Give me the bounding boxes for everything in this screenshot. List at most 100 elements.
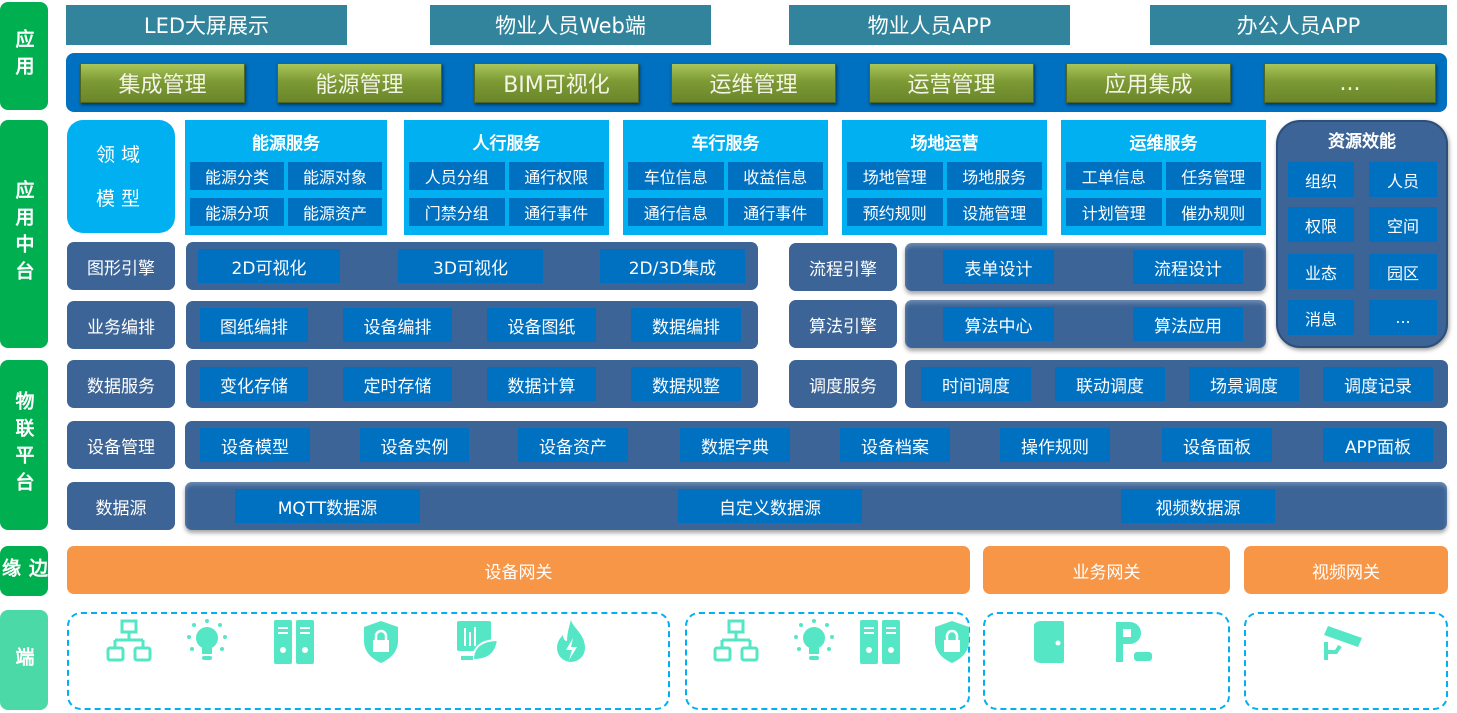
flow-label: 流程引擎: [789, 243, 897, 291]
service-item[interactable]: 任务管理: [1165, 162, 1261, 190]
app-module-button[interactable]: 应用集成: [1066, 63, 1231, 103]
device_mgmt-item[interactable]: 数据字典: [680, 428, 790, 462]
algorithm-item[interactable]: 算法中心: [943, 307, 1054, 341]
layer-label-iot: 物联平台: [0, 360, 48, 530]
graphics-item[interactable]: 2D/3D集成: [600, 249, 745, 283]
client-tab[interactable]: 物业人员Web端: [430, 5, 711, 45]
dispatch-item[interactable]: 场景调度: [1189, 367, 1299, 401]
network-icon: [713, 619, 759, 662]
business-item[interactable]: 设备图纸: [487, 308, 596, 342]
data_service-item[interactable]: 变化存储: [200, 367, 308, 401]
dispatch-item[interactable]: 时间调度: [921, 367, 1031, 401]
resource-item[interactable]: 消息: [1288, 300, 1354, 335]
app-module-button[interactable]: ...: [1264, 63, 1436, 103]
device_mgmt-item[interactable]: 操作规则: [1000, 428, 1110, 462]
server-icon: [274, 620, 314, 664]
dispatch-label: 调度服务: [789, 360, 897, 408]
service-item[interactable]: 通行信息: [628, 198, 724, 226]
terminal-group: [685, 612, 970, 710]
terminal-group: [1244, 612, 1448, 710]
domain-model-text: 模型: [95, 187, 146, 210]
resource-item[interactable]: 园区: [1369, 254, 1437, 289]
layer-label-terminal: 端: [0, 610, 48, 710]
service-item[interactable]: 车位信息: [628, 162, 724, 190]
resource-item[interactable]: 组织: [1288, 162, 1354, 197]
domain-model-text: 领域: [95, 143, 146, 166]
algorithm-label: 算法引擎: [789, 300, 897, 348]
resource-item[interactable]: 权限: [1288, 207, 1354, 242]
terminal-group: [67, 612, 670, 710]
terminal-group: [983, 612, 1230, 710]
service-item[interactable]: 收益信息: [727, 162, 823, 190]
service-item[interactable]: 场地服务: [946, 162, 1042, 190]
service-item[interactable]: 催办规则: [1165, 198, 1261, 226]
service-item[interactable]: 能源分项: [190, 198, 284, 226]
client-tab[interactable]: LED大屏展示: [66, 5, 347, 45]
app-module-button[interactable]: 运营管理: [869, 63, 1034, 103]
business-label: 业务编排: [67, 301, 175, 349]
lightbulb-icon: [794, 619, 834, 660]
gateway-bar[interactable]: 视频网关: [1244, 546, 1448, 594]
parking-icon: [1116, 622, 1152, 662]
resource-item[interactable]: 业态: [1288, 254, 1354, 289]
device_mgmt-item[interactable]: 设备资产: [518, 428, 628, 462]
service-item[interactable]: 能源资产: [288, 198, 382, 226]
flow-item[interactable]: 表单设计: [943, 250, 1054, 284]
app-module-button[interactable]: 集成管理: [80, 63, 245, 103]
business-item[interactable]: 图纸编排: [200, 308, 308, 342]
data_source-item[interactable]: 自定义数据源: [678, 489, 862, 523]
business-item[interactable]: 设备编排: [343, 308, 452, 342]
device_mgmt-item[interactable]: 设备模型: [200, 428, 310, 462]
door-icon: [1034, 621, 1064, 663]
business-item[interactable]: 数据编排: [631, 308, 741, 342]
server-icon: [860, 620, 900, 664]
device_mgmt-item[interactable]: 设备档案: [840, 428, 950, 462]
service-title: 能源服务: [252, 133, 320, 154]
device_mgmt-label: 设备管理: [67, 421, 175, 469]
service-item[interactable]: 工单信息: [1066, 162, 1162, 190]
resource-item[interactable]: ...: [1369, 300, 1437, 335]
app-module-button[interactable]: 运维管理: [671, 63, 836, 103]
service-item[interactable]: 场地管理: [847, 162, 943, 190]
data_source-item[interactable]: MQTT数据源: [235, 489, 420, 523]
resource-item[interactable]: 人员: [1369, 162, 1437, 197]
device_mgmt-item[interactable]: 设备面板: [1162, 428, 1272, 462]
data_service-item[interactable]: 定时存储: [343, 367, 452, 401]
data_source-item[interactable]: 视频数据源: [1121, 489, 1275, 523]
client-tab[interactable]: 物业人员APP: [789, 5, 1070, 45]
service-item[interactable]: 通行权限: [508, 162, 604, 190]
device_mgmt-item[interactable]: APP面板: [1323, 428, 1433, 462]
device_mgmt-item[interactable]: 设备实例: [360, 428, 469, 462]
flow-item[interactable]: 流程设计: [1133, 250, 1243, 284]
graphics-item[interactable]: 3D可视化: [398, 249, 543, 283]
data_service-item[interactable]: 数据计算: [487, 367, 596, 401]
client-tab[interactable]: 办公人员APP: [1150, 5, 1447, 45]
resource-title: 资源效能: [1328, 131, 1396, 152]
layer-label-app: 应用: [0, 2, 48, 110]
lightbulb-icon: [187, 619, 227, 660]
layer-label-edge: 边缘: [0, 546, 48, 596]
service-item[interactable]: 计划管理: [1066, 198, 1162, 226]
service-item[interactable]: 通行事件: [508, 198, 604, 226]
algorithm-item[interactable]: 算法应用: [1133, 307, 1243, 341]
service-item[interactable]: 能源对象: [288, 162, 382, 190]
service-item[interactable]: 门禁分组: [409, 198, 505, 226]
service-item[interactable]: 通行事件: [727, 198, 823, 226]
dispatch-item[interactable]: 调度记录: [1323, 367, 1433, 401]
service-item[interactable]: 预约规则: [847, 198, 943, 226]
app-module-button[interactable]: BIM可视化: [474, 63, 639, 103]
network-icon: [106, 619, 152, 662]
gateway-bar[interactable]: 设备网关: [67, 546, 970, 594]
app-module-button[interactable]: 能源管理: [277, 63, 442, 103]
shield-lock-icon: [364, 621, 398, 663]
data_service-item[interactable]: 数据规整: [631, 367, 741, 401]
dispatch-item[interactable]: 联动调度: [1055, 367, 1165, 401]
service-title: 场地运营: [910, 133, 979, 154]
service-item[interactable]: 设施管理: [946, 198, 1042, 226]
resource-item[interactable]: 空间: [1369, 207, 1437, 242]
graphics-label: 图形引擎: [67, 242, 175, 290]
graphics-item[interactable]: 2D可视化: [198, 249, 340, 283]
service-item[interactable]: 人员分组: [409, 162, 505, 190]
gateway-bar[interactable]: 业务网关: [983, 546, 1230, 594]
service-item[interactable]: 能源分类: [190, 162, 284, 190]
